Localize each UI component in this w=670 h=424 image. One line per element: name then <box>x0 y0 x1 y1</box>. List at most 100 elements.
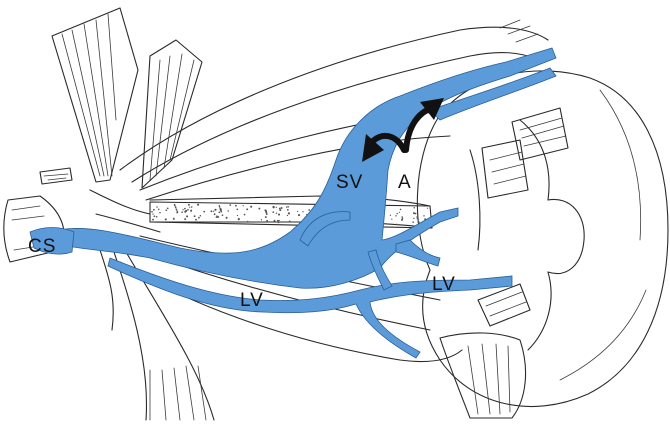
stipple-dot <box>184 208 186 210</box>
stipple-dot <box>152 219 154 221</box>
stipple-dot <box>191 206 193 208</box>
stipple-dot <box>423 215 424 216</box>
stipple-dot <box>222 214 224 216</box>
stipple-dot <box>197 204 199 206</box>
stipple-dot <box>159 212 160 213</box>
stipple-dot <box>165 209 167 211</box>
stipple-dot <box>153 209 155 211</box>
stipple-dot <box>261 219 262 220</box>
stipple-dot <box>413 207 415 209</box>
stipple-dot <box>272 211 274 213</box>
stipple-dot <box>195 219 197 221</box>
stipple-dot <box>250 206 252 208</box>
stipple-dot <box>402 218 404 220</box>
stipple-dot <box>165 218 167 220</box>
stipple-dot <box>391 219 392 220</box>
stipple-dot <box>187 209 189 211</box>
stipple-dot <box>281 207 283 209</box>
stipple-dot <box>229 204 231 206</box>
stipple-dot <box>237 215 238 216</box>
stipple-dot <box>297 211 298 212</box>
stipple-dot <box>401 219 403 221</box>
stipple-dot <box>175 207 176 208</box>
stipple-dot <box>189 207 190 208</box>
stipple-dot <box>390 215 391 216</box>
stipple-dot <box>238 218 240 220</box>
stipple-dot <box>266 213 268 215</box>
stipple-dot <box>288 213 290 215</box>
stipple-dot <box>400 209 402 211</box>
stipple-dot <box>279 209 281 211</box>
stipple-dot <box>308 209 310 211</box>
stipple-dot <box>182 209 183 210</box>
stipple-dot <box>286 206 288 208</box>
stipple-dot <box>265 216 267 218</box>
stipple-dot <box>184 218 186 220</box>
stipple-dot <box>413 218 414 219</box>
stipple-dot <box>399 212 400 213</box>
stipple-dot <box>287 215 288 216</box>
stipple-dot <box>177 212 178 213</box>
stipple-dot <box>395 215 396 216</box>
stipple-dot <box>265 211 267 213</box>
stipple-dot <box>417 218 419 220</box>
stipple-dot <box>396 213 397 214</box>
stipple-dot <box>203 211 205 213</box>
stipple-dot <box>188 204 190 206</box>
stipple-dot <box>298 214 300 216</box>
stipple-dot <box>227 210 229 212</box>
stipple-dot <box>418 221 420 223</box>
stipple-dot <box>302 211 303 212</box>
stipple-dot <box>167 208 169 210</box>
stipple-dot <box>186 215 188 217</box>
stipple-dot <box>153 215 155 217</box>
stipple-dot <box>276 212 277 213</box>
stipple-dot <box>278 214 280 216</box>
stipple-dot <box>416 216 417 217</box>
stipple-dot <box>198 217 200 219</box>
stipple-dot <box>214 213 216 215</box>
stipple-dot <box>278 220 279 221</box>
stipple-dot <box>266 220 268 222</box>
stipple-dot <box>210 210 212 212</box>
label-lv-left: LV <box>240 290 264 311</box>
stipple-dot <box>214 209 216 211</box>
stipple-dot <box>276 207 277 208</box>
stipple-dot <box>219 206 221 208</box>
stipple-dot <box>277 221 279 223</box>
stipple-dot <box>244 214 246 216</box>
stipple-dot <box>200 215 202 217</box>
stipple-dot <box>156 216 158 218</box>
stipple-dot <box>218 211 220 213</box>
eye-muscle-insertions <box>440 108 568 418</box>
label-lv-right: LV <box>432 274 456 295</box>
label-sv: SV <box>336 172 363 193</box>
stipple-dot <box>274 220 276 222</box>
stipple-dot <box>289 220 291 222</box>
stipple-dot <box>174 205 175 206</box>
stipple-dot <box>415 213 417 215</box>
stipple-dot <box>216 216 218 218</box>
stipple-dot <box>396 224 398 226</box>
stipple-dot <box>235 205 237 207</box>
stipple-dot <box>158 209 160 211</box>
label-a: A <box>398 172 412 193</box>
stipple-dot <box>190 210 192 212</box>
stipple-dot <box>185 210 187 212</box>
stipple-dot <box>243 205 244 206</box>
stipple-dot <box>288 206 289 207</box>
stipple-dot <box>279 208 281 210</box>
stipple-dot <box>272 206 274 208</box>
stipple-dot <box>287 209 289 211</box>
stipple-dot <box>220 209 222 211</box>
stipple-dot <box>176 209 177 210</box>
stipple-dot <box>151 211 153 213</box>
stipple-dot <box>413 212 415 214</box>
stipple-dot <box>156 206 158 208</box>
stipple-dot <box>217 216 219 218</box>
stipple-dot <box>152 213 153 214</box>
stipple-dot <box>173 219 174 220</box>
stipple-dot <box>247 221 249 223</box>
